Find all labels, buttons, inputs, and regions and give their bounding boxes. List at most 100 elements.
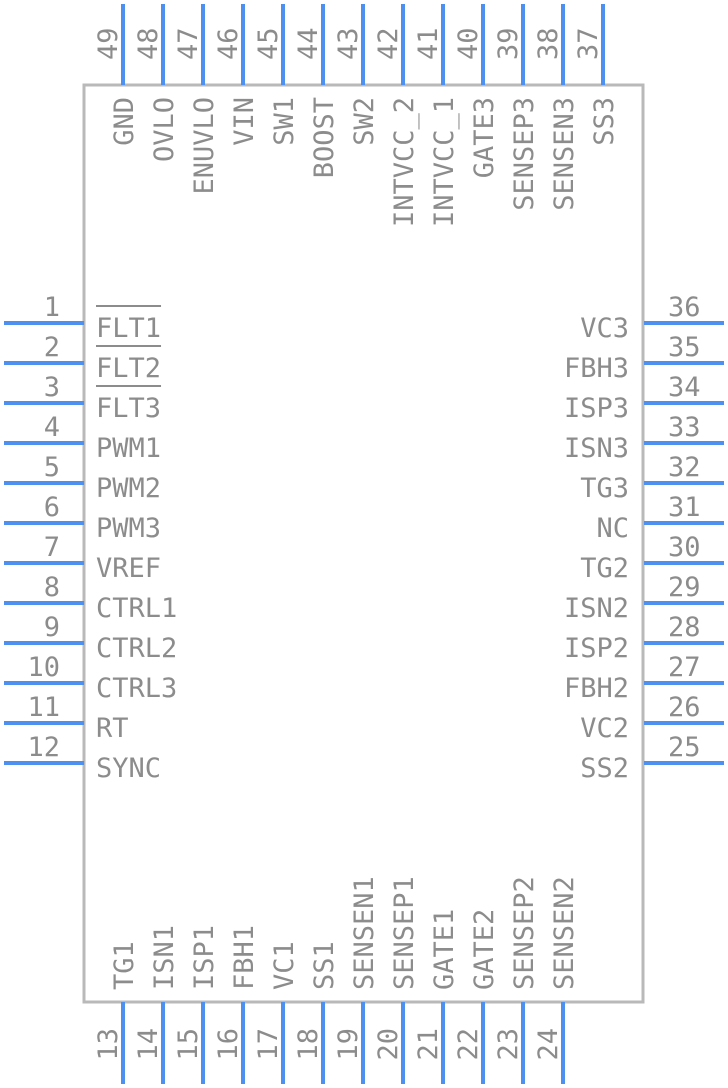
pin-number: 25 [668, 732, 701, 763]
pin-number: 4 [44, 412, 60, 443]
pin-name: INTVCC_1 [429, 97, 460, 227]
pin-number: 2 [44, 332, 60, 363]
pin-number: 15 [173, 1028, 204, 1061]
pin-number: 8 [44, 572, 60, 603]
pin-number: 42 [373, 27, 404, 60]
pin-number: 23 [493, 1028, 524, 1061]
pin-number: 12 [27, 732, 60, 763]
pin-number: 28 [668, 612, 701, 643]
pin-number: 45 [253, 27, 284, 60]
pin-name: SS3 [589, 97, 620, 146]
pin-number: 32 [668, 452, 701, 483]
pin-name: ISP1 [189, 925, 220, 990]
pin-name: TG2 [580, 553, 629, 584]
pin-number: 7 [44, 532, 60, 563]
pin-number: 18 [293, 1028, 324, 1061]
pin-name: SENSEN1 [349, 876, 380, 990]
pin-number: 5 [44, 452, 60, 483]
pin-number: 41 [413, 27, 444, 60]
pin-name: GND [109, 97, 140, 146]
pin-number: 11 [27, 692, 60, 723]
pin-number: 33 [668, 412, 701, 443]
pin-number: 1 [44, 292, 60, 323]
pin-name: FBH2 [564, 673, 629, 704]
pin-number: 20 [373, 1028, 404, 1061]
pin-name: VC1 [269, 941, 300, 990]
pin-name: TG3 [580, 473, 629, 504]
pin-name: VREF [96, 553, 161, 584]
pin-name: OVLO [149, 97, 180, 162]
pin-number: 43 [333, 27, 364, 60]
pin-number: 10 [27, 652, 60, 683]
pin-name: VC3 [580, 313, 629, 344]
pin-number: 27 [668, 652, 701, 683]
pin-number: 19 [333, 1028, 364, 1061]
pin-number: 49 [93, 27, 124, 60]
pin-number: 38 [533, 27, 564, 60]
pin-number: 30 [668, 532, 701, 563]
pin-name: VIN [229, 97, 260, 146]
pin-name: ISN1 [149, 925, 180, 990]
ic-body [82, 83, 645, 1004]
pin-name: SYNC [96, 753, 161, 784]
pin-name: SENSEP3 [509, 97, 540, 211]
pin-name: SENSEN3 [549, 97, 580, 211]
pin-name: GATE2 [469, 909, 500, 990]
pin-number: 16 [213, 1028, 244, 1061]
pin-name: GATE3 [469, 97, 500, 178]
pin-name: FLT1 [96, 313, 161, 344]
pin-number: 48 [133, 27, 164, 60]
pin-number: 37 [573, 27, 604, 60]
pin-name: PWM2 [96, 473, 161, 504]
pin-name: ISN3 [564, 433, 629, 464]
pin-number: 47 [173, 27, 204, 60]
pin-name: SW1 [269, 97, 300, 146]
pin-number: 24 [533, 1028, 564, 1061]
pin-name: SENSEP1 [389, 876, 420, 990]
pin-name: ISN2 [564, 593, 629, 624]
pin-number: 31 [668, 492, 701, 523]
pin-number: 17 [253, 1028, 284, 1061]
pin-number: 26 [668, 692, 701, 723]
pin-name: FLT3 [96, 393, 161, 424]
pin-number: 22 [453, 1028, 484, 1061]
pin-name: SS1 [309, 941, 340, 990]
pin-name: NC [596, 513, 629, 544]
pin-name: TG1 [109, 941, 140, 990]
pin-number: 3 [44, 372, 60, 403]
pin-name: PWM3 [96, 513, 161, 544]
pin-name: SW2 [349, 97, 380, 146]
pin-name: ENUVLO [189, 97, 220, 195]
pin-name: PWM1 [96, 433, 161, 464]
pin-number: 34 [668, 372, 701, 403]
pin-name: FBH3 [564, 353, 629, 384]
pin-name: CTRL3 [96, 673, 177, 704]
pin-number: 40 [453, 27, 484, 60]
pin-name: VC2 [580, 713, 629, 744]
pin-number: 35 [668, 332, 701, 363]
pin-number: 9 [44, 612, 60, 643]
pin-name: FLT2 [96, 353, 161, 384]
pin-name: SENSEP2 [509, 876, 540, 990]
pin-number: 46 [213, 27, 244, 60]
pin-number: 39 [493, 27, 524, 60]
pin-number: 44 [293, 27, 324, 60]
pin-name: SENSEN2 [549, 876, 580, 990]
pin-name: BOOST [309, 97, 340, 178]
pin-name: SS2 [580, 753, 629, 784]
pin-name: ISP3 [564, 393, 629, 424]
pin-number: 13 [93, 1028, 124, 1061]
pin-name: CTRL2 [96, 633, 177, 664]
pin-name: GATE1 [429, 909, 460, 990]
pin-number: 21 [413, 1028, 444, 1061]
pin-number: 6 [44, 492, 60, 523]
pin-number: 29 [668, 572, 701, 603]
pin-number: 36 [668, 292, 701, 323]
pin-name: INTVCC_2 [389, 97, 420, 227]
pin-name: ISP2 [564, 633, 629, 664]
pin-number: 14 [133, 1028, 164, 1061]
pin-name: RT [96, 713, 129, 744]
pin-name: CTRL1 [96, 593, 177, 624]
